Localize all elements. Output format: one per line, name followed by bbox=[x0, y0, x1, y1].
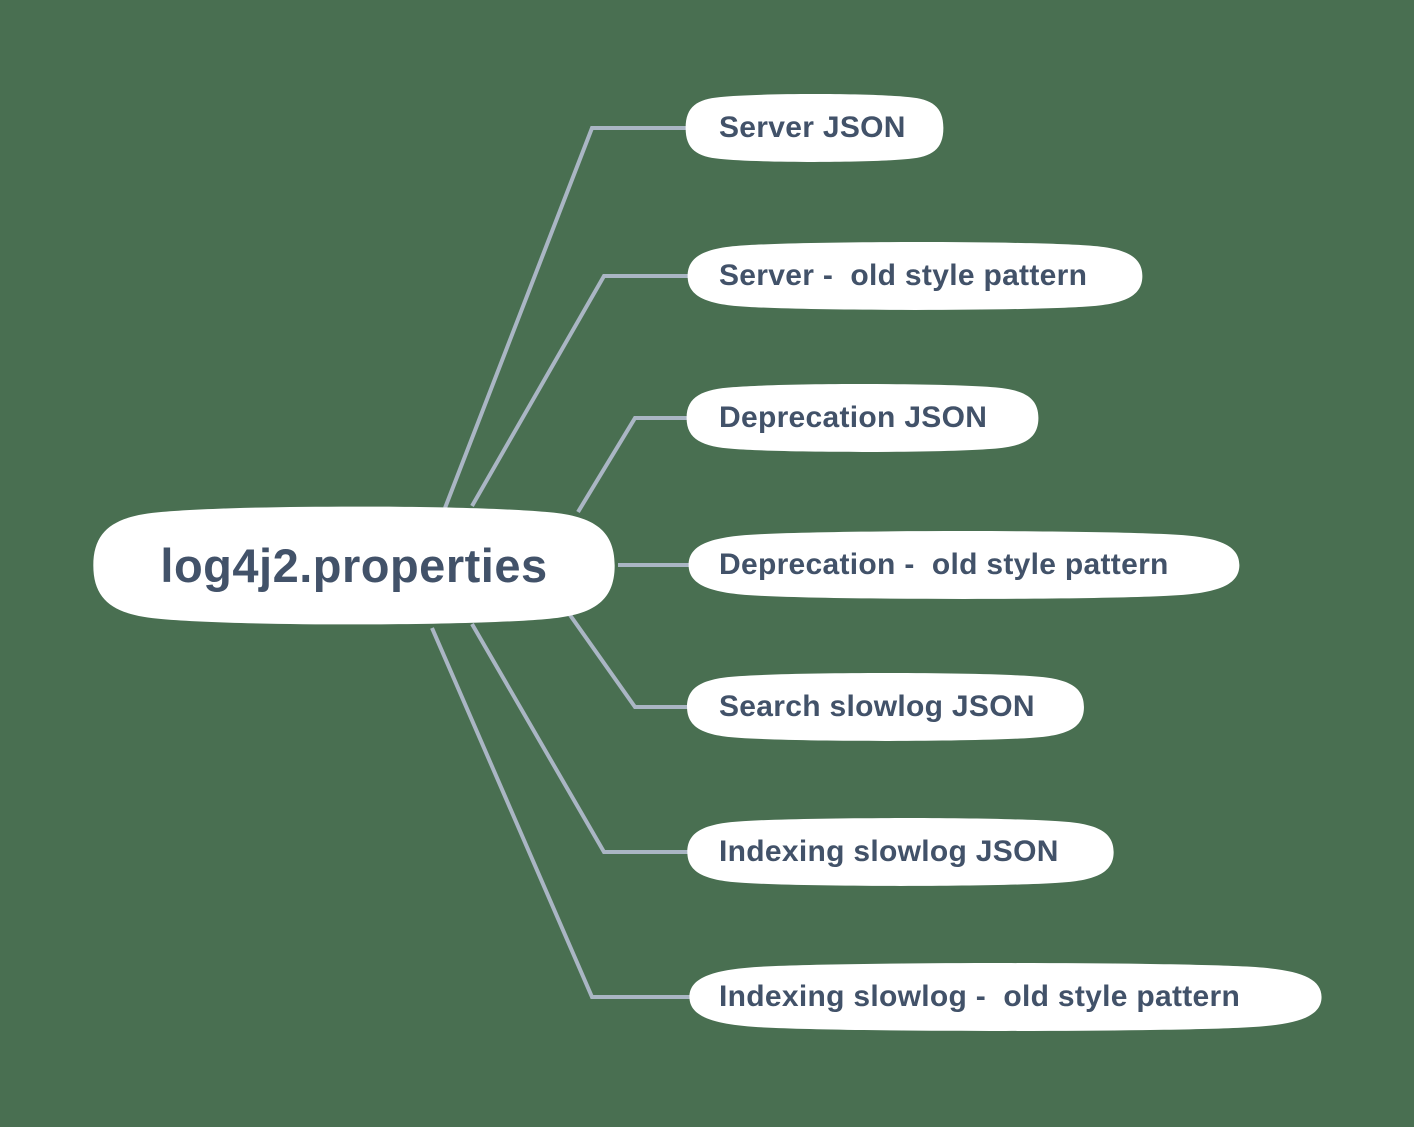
node-indexing-slowlog-json[interactable]: Indexing slowlog JSON bbox=[683, 816, 1118, 888]
node-log4j2-properties[interactable]: log4j2.properties bbox=[88, 503, 620, 628]
node-search-slowlog-json[interactable]: Search slowlog JSON bbox=[683, 671, 1088, 743]
node-deprecation-old-style-pattern[interactable]: Deprecation - old style pattern bbox=[683, 529, 1245, 601]
node-label: Server JSON bbox=[719, 111, 906, 144]
node-shape bbox=[687, 242, 1143, 310]
node-label: Search slowlog JSON bbox=[719, 690, 1035, 723]
connector-indexing-slowlog-json bbox=[470, 622, 690, 854]
node-shape bbox=[685, 94, 944, 162]
node-shape bbox=[93, 506, 615, 625]
node-indexing-slowlog-old-style-pattern[interactable]: Indexing slowlog - old style pattern bbox=[683, 961, 1328, 1033]
node-label: Server - old style pattern bbox=[719, 259, 1088, 292]
connector-indexing-slowlog-old-style bbox=[430, 627, 690, 999]
node-shape bbox=[688, 531, 1240, 599]
node-label: log4j2.properties bbox=[160, 539, 548, 592]
node-label: Deprecation - old style pattern bbox=[719, 548, 1169, 581]
node-deprecation-json[interactable]: Deprecation JSON bbox=[683, 382, 1042, 454]
node-server-json[interactable]: Server JSON bbox=[683, 92, 946, 164]
node-shape bbox=[686, 384, 1039, 452]
connector-server-old-style bbox=[470, 274, 690, 507]
node-shape bbox=[687, 818, 1114, 886]
node-shape bbox=[687, 673, 1084, 741]
node-label: Deprecation JSON bbox=[719, 401, 988, 434]
connector-server-json bbox=[443, 126, 690, 509]
node-server-old-style-pattern[interactable]: Server - old style pattern bbox=[683, 240, 1147, 312]
connector-deprecation-json bbox=[576, 416, 690, 514]
node-label: Indexing slowlog JSON bbox=[719, 835, 1059, 868]
connector-search-slowlog-json bbox=[568, 613, 690, 709]
node-shape bbox=[689, 963, 1322, 1031]
node-label: Indexing slowlog - old style pattern bbox=[719, 980, 1241, 1013]
